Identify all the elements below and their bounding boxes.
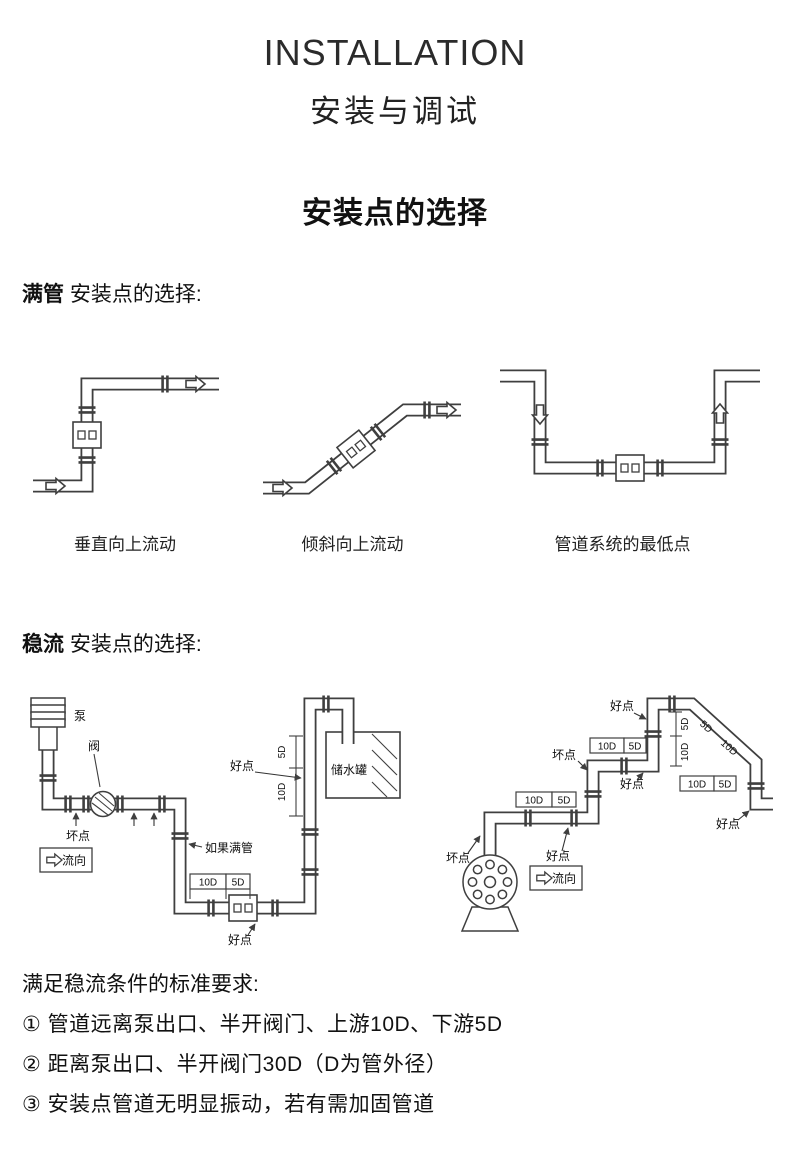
leader-line [188,841,203,849]
flow-direction-label: 流向 [62,853,86,868]
bad-point-label: 坏点 [446,851,470,865]
requirements-heading: 满足稳流条件的标准要求: [22,973,259,996]
dim-5d: 5D [680,718,691,731]
tank-label: 储水罐 [331,762,367,777]
page-title-zh: 安装与调试 [310,94,480,129]
dimension-10d-5d: 10D 5D [189,873,251,899]
dim-5d: 5D [232,878,245,889]
flow-meter-icon [72,421,102,449]
pipe [33,379,219,491]
dimension-10d-5d: 10D 5D [589,737,647,754]
dimension-vertical [670,711,682,767]
dim-5d: 5D [558,796,571,807]
good-point-label: 好点 [610,699,634,713]
diagram-steady-flow-right: 10D 5D 10D 5D 10D 5D 5D 10D 5D 10D 坏点 [446,694,773,932]
dim-10d: 10D [598,742,616,753]
flow-direction-label: 流向 [552,871,576,886]
leader-line [467,835,481,854]
requirement-item-1: ① 管道远离泵出口、半开阀门、上游10D、下游5D [22,1013,503,1036]
dim-10d: 10D [277,783,288,801]
pump-label: 泵 [74,709,86,723]
pump-symbol [30,697,66,751]
diagram-vertical-upward-flow [33,374,219,495]
steady-heading-rest: 安装点的选择: [64,633,202,656]
pump-symbol [460,854,520,932]
fullpipe-heading-rest: 安装点的选择: [64,283,202,306]
flow-meter-icon [615,454,645,482]
good-point-label: 好点 [230,759,254,773]
flow-meter-icon [228,894,258,922]
fullpipe-heading: 满管 安装点的选择: [22,278,202,308]
good-point-label: 好点 [716,817,740,831]
valve-symbol [89,790,117,818]
pipe [33,377,219,493]
bad-point-label: 坏点 [552,748,576,762]
section-title: 安装点的选择 [302,197,488,230]
fullpipe-heading-bold: 满管 [22,283,64,306]
leader-line [737,810,750,821]
leader-line [633,712,647,720]
diagram-inclined-upward-flow [263,400,461,497]
caption-lowest-point: 管道系统的最低点 [554,535,691,554]
diagram-lowest-point [500,369,760,482]
valve-label: 阀 [88,739,100,753]
dimension-10d-5d: 10D 5D [679,775,737,792]
flow-direction-box: 流向 [529,865,583,891]
dim-10d: 10D [688,780,706,791]
page-title-en: INSTALLATION [263,32,527,73]
requirement-item-2: ② 距离泵出口、半开阀门30D（D为管外径） [22,1053,448,1076]
leader-line [93,753,101,788]
caption-inclined-flow: 倾斜向上流动 [301,535,404,554]
requirement-item-3: ③ 安装点管道无明显振动，若有需加固管道 [22,1093,435,1116]
dimension-vertical [289,735,303,817]
dim-10d: 10D [680,743,691,761]
dimension-10d-5d: 10D 5D [515,791,577,808]
dim-10d: 10D [525,796,543,807]
dim-5d: 5D [719,780,732,791]
dim-10d: 10D [199,878,217,889]
good-point-label: 好点 [228,933,252,947]
diagram-steady-flow-left: 泵 阀 坏点 流向 如果满管 10D 5D 好点 [30,694,401,947]
if-full-pipe-label: 如果满管 [205,840,253,855]
caption-vertical-flow: 垂直向上流动 [74,535,176,554]
good-point-label: 好点 [620,777,644,791]
dim-5d: 5D [277,746,288,759]
leader-line [247,923,256,936]
bad-point-label: 坏点 [66,829,90,843]
good-point-label: 好点 [546,849,570,863]
steady-heading: 稳流 安装点的选择: [22,628,202,658]
leader-line [636,772,644,781]
leader-line [254,771,302,781]
tank-symbol [325,731,401,799]
leader-line [577,760,588,771]
steady-heading-bold: 稳流 [22,633,64,656]
flow-direction-box: 流向 [39,847,93,873]
dim-5d: 5D [629,742,642,753]
leader-line [561,827,570,852]
